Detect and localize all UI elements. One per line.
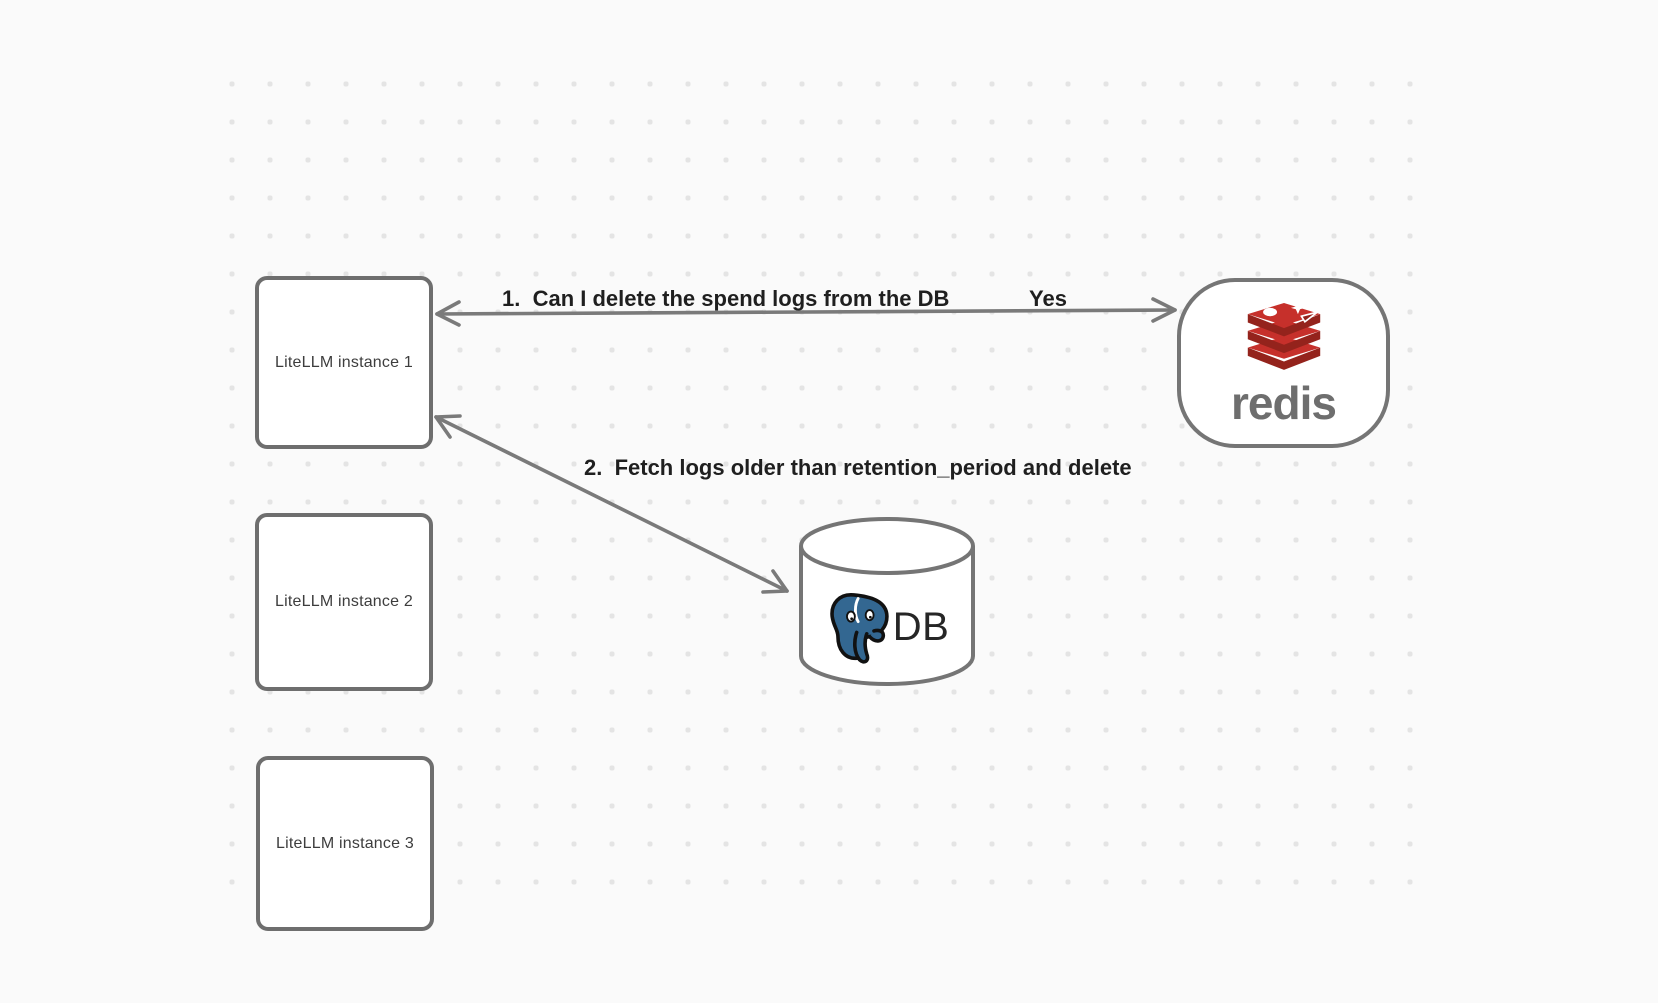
node-litellm-instance-3-label: LiteLLM instance 3 [276,834,414,852]
edge1-question-label: 1. Can I delete the spend logs from the … [502,286,950,311]
node-litellm-instance-2-label: LiteLLM instance 2 [275,593,413,610]
postgresql-logo-icon [830,593,889,664]
node-litellm-instance-2[interactable]: LiteLLM instance 2 [255,513,433,691]
node-db-content: DB [796,515,978,687]
node-litellm-instance-1[interactable]: LiteLLM instance 1 [255,276,433,449]
edge2-action-label: 2. Fetch logs older than retention_perio… [584,455,1132,480]
node-redis[interactable]: redis [1177,278,1390,448]
node-litellm-instance-3[interactable]: LiteLLM instance 3 [256,756,434,931]
redis-logo-icon [1247,303,1320,370]
node-redis-label: redis [1231,377,1337,429]
edge1-response-label: Yes [1029,286,1067,311]
edge-instance1-redis-arrow[interactable] [435,297,1177,327]
edge-instance1-db-arrow[interactable] [434,414,789,594]
node-litellm-instance-1-label: LiteLLM instance 1 [275,353,413,371]
node-db-label: DB [892,604,950,649]
